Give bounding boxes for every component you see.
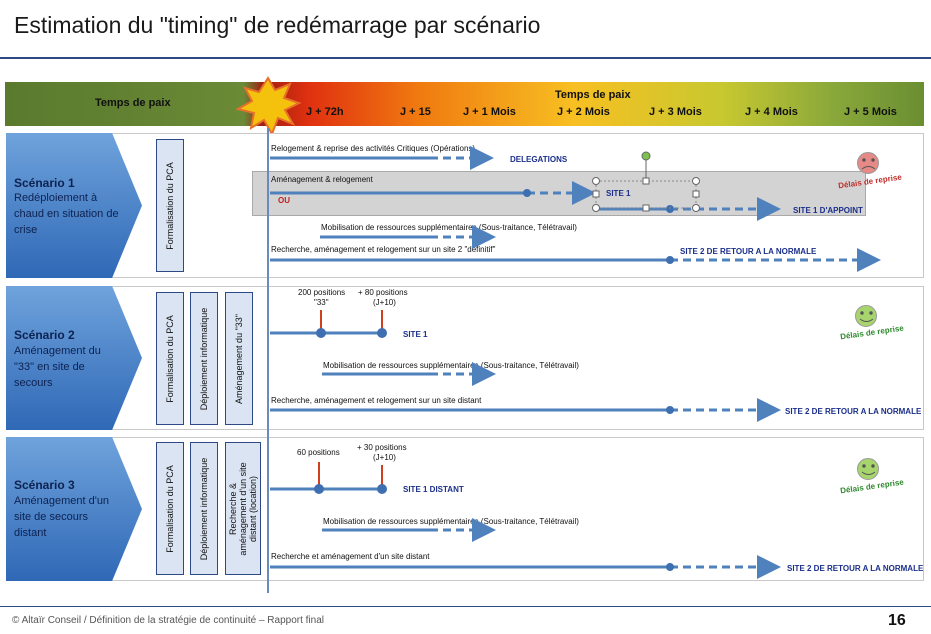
- phase-label: Déploiement informatique: [199, 457, 209, 560]
- destination-label: SITE 2 DE RETOUR A LA NORMALE: [785, 407, 922, 416]
- line-label: Relogement & reprise des activités Criti…: [271, 144, 476, 153]
- destination-label: DELEGATIONS: [510, 155, 568, 164]
- timeline-bar: [5, 82, 924, 126]
- tick-label: J + 2 Mois: [557, 106, 610, 118]
- footer-divider: [0, 606, 931, 607]
- scenario-2-title: Scénario 2: [14, 328, 75, 342]
- title-divider: [0, 57, 931, 59]
- page-number: 16: [888, 612, 906, 629]
- milestone-label: + 30 positions: [357, 443, 407, 452]
- destination-label: SITE 2 DE RETOUR A LA NORMALE: [787, 564, 924, 573]
- milestone-label: 200 positions: [298, 288, 346, 297]
- phase-label: Formalisation du PCA: [165, 161, 175, 250]
- line-label: Mobilisation de ressources supplémentair…: [321, 223, 577, 232]
- happy-face-icon: [857, 458, 879, 480]
- scenario-3-title: Scénario 3: [14, 478, 75, 492]
- destination-label: SITE 1 D'APPOINT: [793, 206, 863, 215]
- line-label: Mobilisation de ressources supplémentair…: [323, 361, 579, 370]
- tick-label: J + 4 Mois: [745, 106, 798, 118]
- milestone-label: + 80 positions: [358, 288, 408, 297]
- scenario-1-title: Scénario 1: [14, 176, 75, 190]
- destination-label: SITE 2 DE RETOUR A LA NORMALE: [680, 247, 817, 256]
- phase-label: Déploiement informatique: [199, 307, 209, 410]
- phase-box-it: Déploiement informatique: [190, 292, 218, 425]
- tick-label: J + 5 Mois: [844, 106, 897, 118]
- phase-box-pca: Formalisation du PCA: [156, 292, 184, 425]
- phase-label: Formalisation du PCA: [165, 314, 175, 403]
- peace-time-label-right: Temps de paix: [555, 89, 631, 101]
- milestone-label: (J+10): [373, 453, 396, 462]
- line-label: Mobilisation de ressources supplémentair…: [323, 517, 579, 526]
- scenario-2-desc: Aménagement du "33" en site de secours: [14, 345, 101, 389]
- milestone-label: "33": [314, 298, 329, 307]
- site-label: SITE 1: [403, 330, 428, 339]
- tick-label: J + 15: [400, 106, 431, 118]
- milestone-label: (J+10): [373, 298, 396, 307]
- scenario-2-chevron: [6, 286, 142, 430]
- phase-label: Formalisation du PCA: [165, 464, 175, 553]
- page-title: Estimation du "timing" de redémarrage pa…: [14, 12, 541, 38]
- phase-box-pca: Formalisation du PCA: [156, 139, 184, 272]
- tick-label: J + 3 Mois: [649, 106, 702, 118]
- site-label: SITE 1: [606, 189, 631, 198]
- scenario-1-desc: Redéploiement à chaud en situation de cr…: [14, 192, 119, 236]
- line-label: Recherche et aménagement d'un site dista…: [271, 552, 430, 561]
- tick-label: J + 72h: [306, 106, 344, 118]
- scenario-3-chevron: [6, 437, 142, 581]
- happy-face-icon: [855, 305, 877, 327]
- peace-time-label-left: Temps de paix: [95, 97, 171, 109]
- footer-text: © Altaïr Conseil / Définition de la stra…: [12, 615, 324, 626]
- scenario-3-panel: [6, 437, 924, 581]
- scenario-3-desc: Aménagement d'un site de secours distant: [14, 495, 110, 539]
- line-label: Recherche, aménagement et relogement sur…: [271, 396, 482, 405]
- line-label: Recherche, aménagement et relogement sur…: [271, 245, 496, 254]
- phase-label: Aménagement du "33": [234, 313, 244, 404]
- start-line: [267, 128, 269, 593]
- phase-box-pca: Formalisation du PCA: [156, 442, 184, 575]
- phase-box-33: Aménagement du "33": [225, 292, 253, 425]
- site-label: SITE 1 DISTANT: [403, 485, 464, 494]
- scenario-1-chevron: [6, 133, 142, 278]
- milestone-label: 60 positions: [297, 448, 340, 457]
- or-label: OU: [278, 196, 290, 205]
- phase-box-it: Déploiement informatique: [190, 442, 218, 575]
- line-label: Aménagement & relogement: [271, 175, 373, 184]
- tick-label: J + 1 Mois: [463, 106, 516, 118]
- sad-face-icon: [857, 152, 879, 174]
